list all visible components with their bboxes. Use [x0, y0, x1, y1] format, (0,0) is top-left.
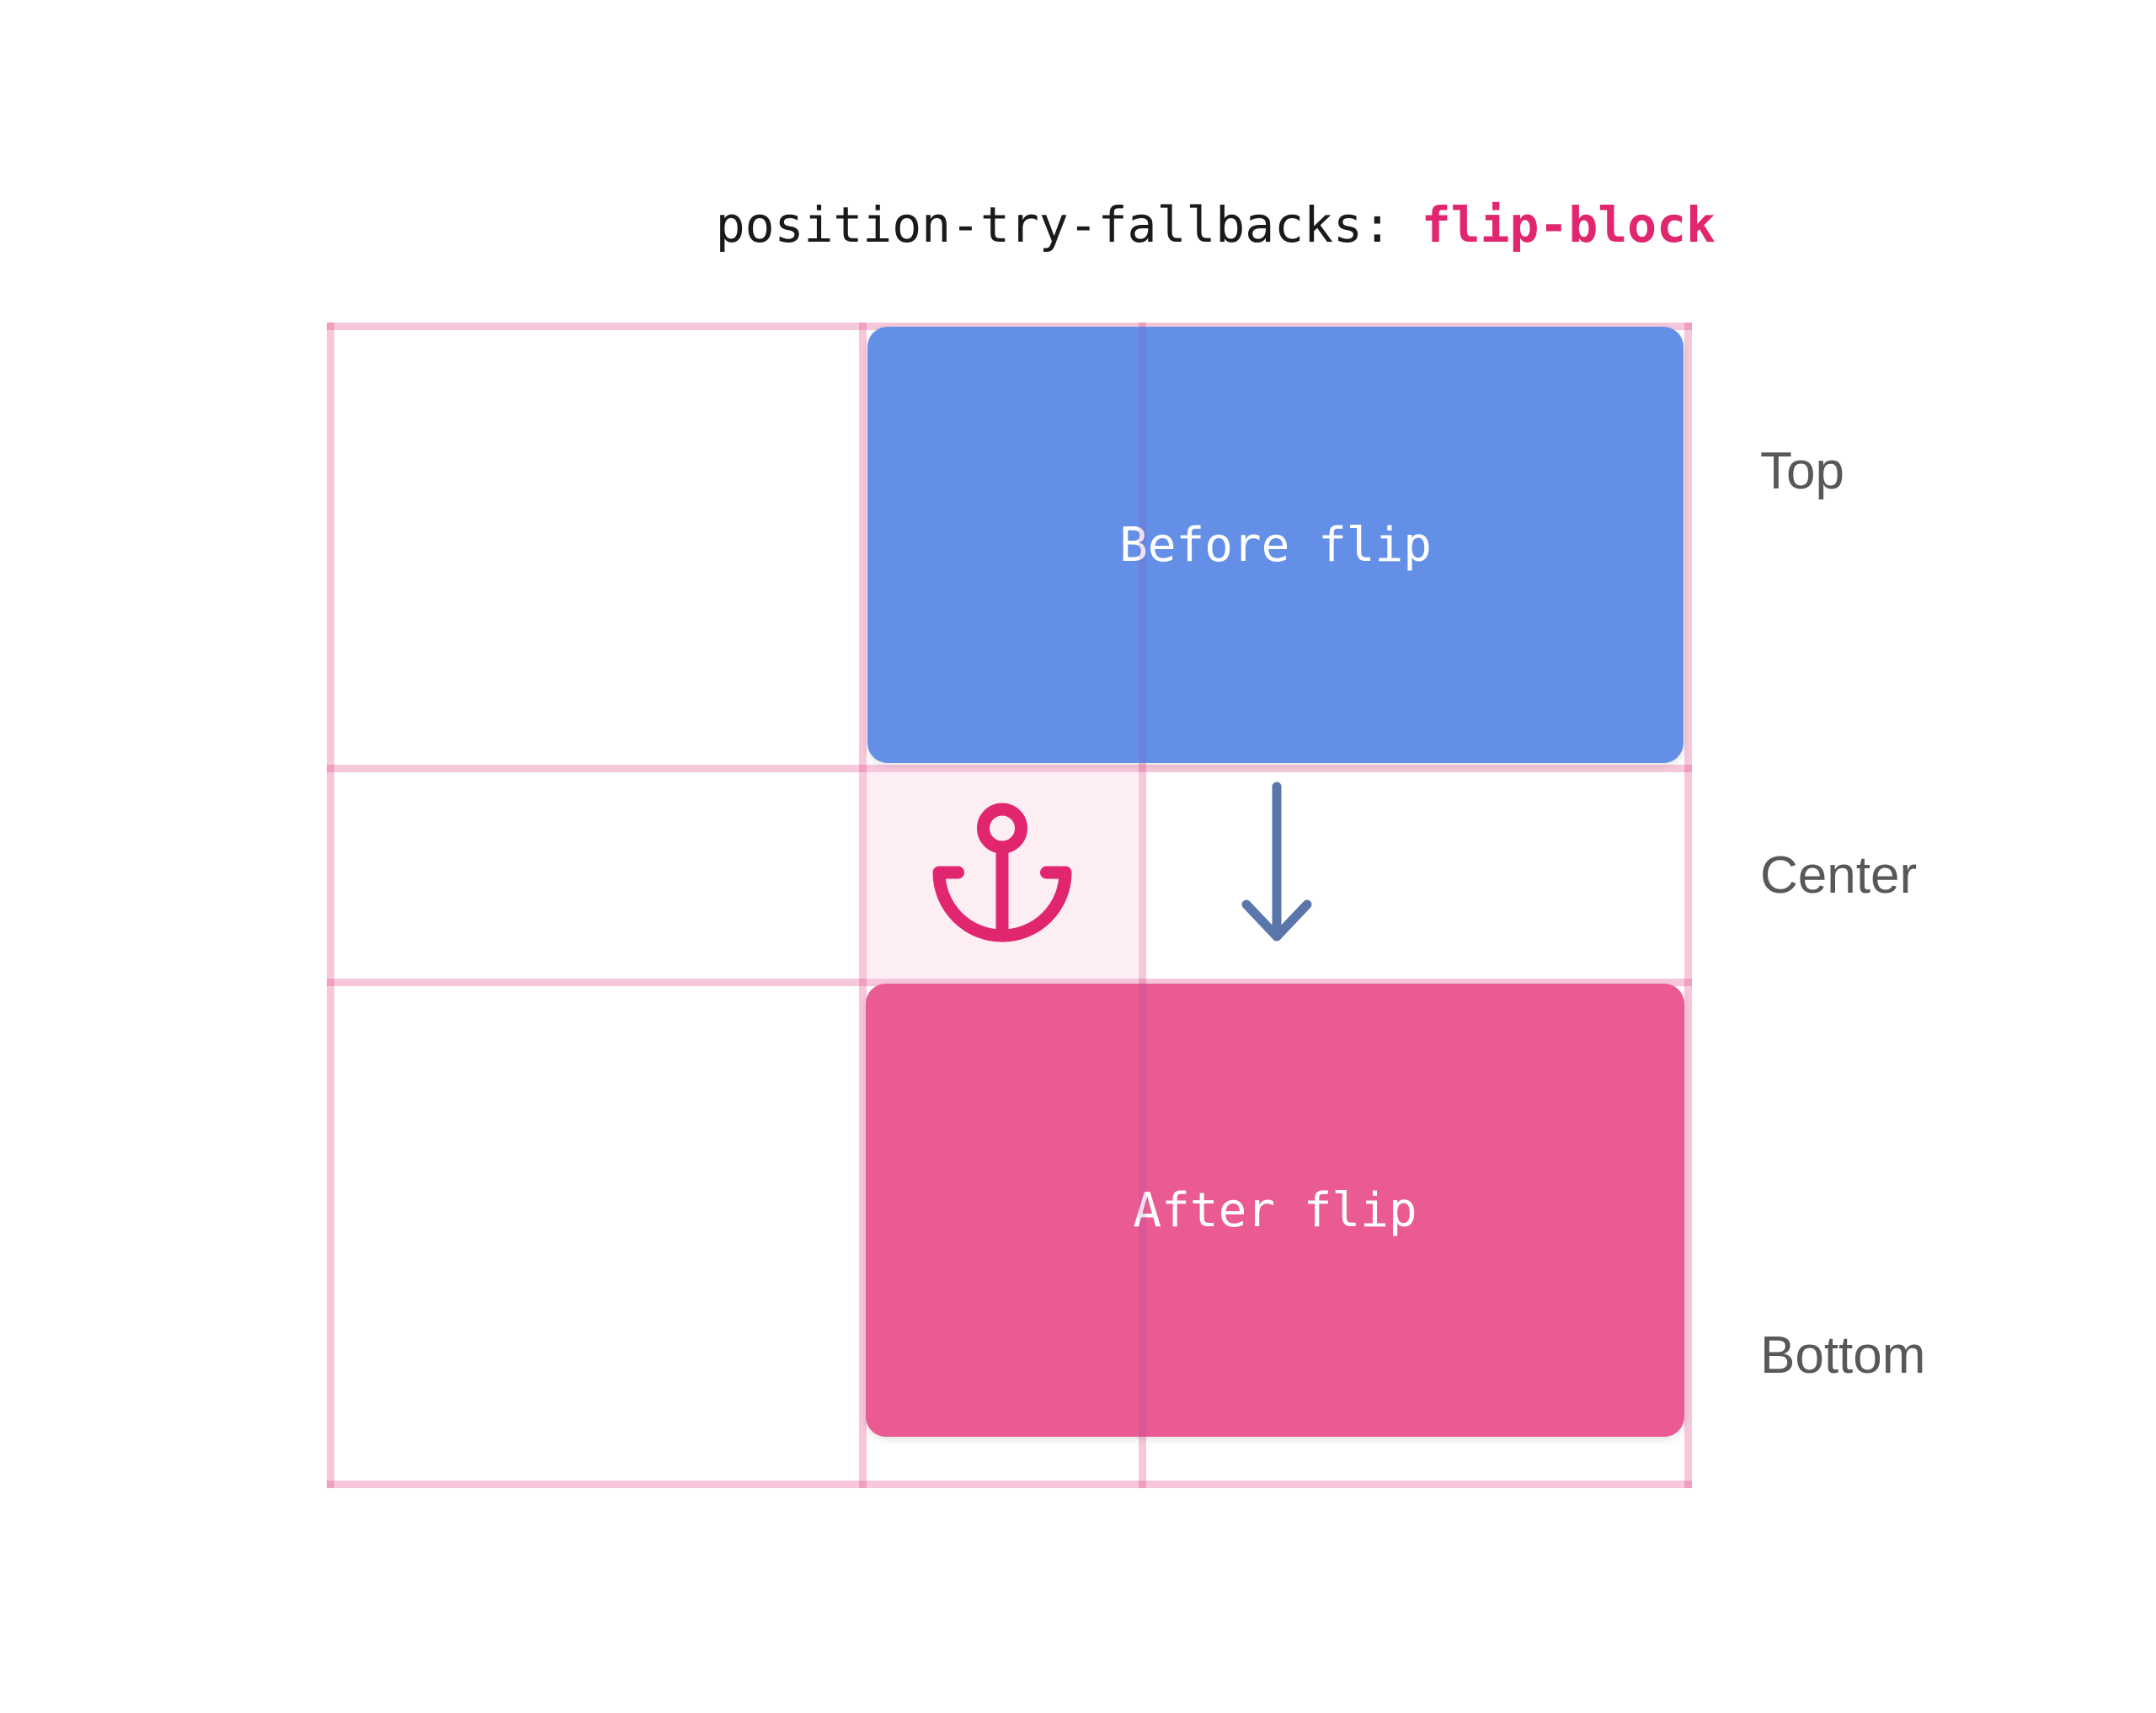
css-value-text: flip-block	[1421, 195, 1716, 253]
grid-row-line-1	[327, 765, 1692, 772]
grid-row-line-2	[327, 979, 1692, 986]
css-property-text: position-try-fallbacks:	[715, 195, 1422, 253]
grid-column-line-1	[859, 323, 867, 1488]
before-flip-box: Before flip	[867, 327, 1684, 763]
page-title: position-try-fallbacks: flip-block	[598, 145, 1716, 306]
grid-border-bottom	[327, 1481, 1692, 1488]
row-label-bottom: Bottom	[1760, 1326, 1926, 1385]
grid-line-overlay	[1139, 327, 1146, 763]
arrow-down-icon	[1241, 782, 1312, 942]
grid-column-line-2	[1139, 323, 1146, 1488]
after-flip-box: After flip	[866, 984, 1684, 1437]
grid-line-overlay	[1139, 984, 1146, 1437]
grid-border-right	[1684, 323, 1692, 1488]
grid-border-left	[327, 323, 334, 1488]
after-flip-label: After flip	[1133, 1182, 1417, 1238]
before-flip-label: Before flip	[1119, 517, 1432, 573]
row-label-top: Top	[1760, 442, 1844, 500]
grid-border-top	[327, 323, 1692, 330]
anchor-icon	[932, 803, 1072, 942]
row-label-center: Center	[1760, 846, 1918, 905]
